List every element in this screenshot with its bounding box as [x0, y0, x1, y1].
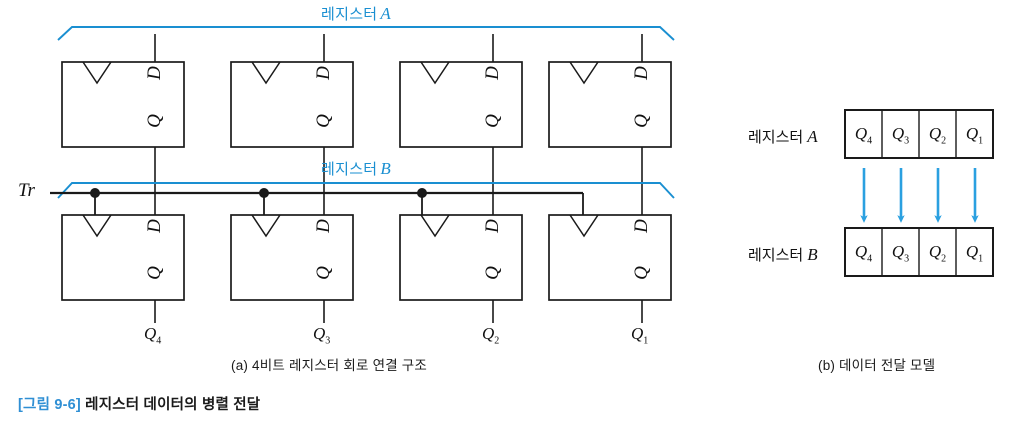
register-a-cells: [844, 109, 994, 159]
register-b-cell-q1: Q1: [965, 242, 984, 265]
output-label-q1: Q1: [631, 324, 649, 347]
flipflop-a2-q-label: Q: [313, 114, 334, 128]
register-a-cell-q4: Q4: [854, 124, 873, 147]
transfer-arrows: [860, 168, 979, 223]
flipflop-b2: [230, 214, 354, 323]
output-label-q4: Q4: [144, 324, 162, 347]
panel-b-subcaption: (b) 데이터 전달 모델: [818, 358, 936, 373]
output-label-q2: Q2: [482, 324, 500, 347]
flipflop-b4-q-label: Q: [631, 266, 652, 280]
flipflop-a1-d-label: D: [144, 66, 165, 80]
flipflop-row-bottom: [61, 214, 672, 323]
junction-dot: [259, 188, 269, 198]
register-b-cell-q2: Q2: [928, 242, 947, 265]
flipflop-a3-q-label: Q: [482, 114, 503, 128]
register-a-cell-q3: Q3: [891, 124, 910, 147]
flipflop-a1: [61, 34, 185, 215]
junction-dot: [417, 188, 427, 198]
flipflop-a4-d-label: D: [631, 66, 652, 80]
trigger-bus: [50, 188, 584, 215]
register-a-bracket: [57, 26, 675, 41]
register-b-cells: [844, 227, 994, 277]
flipflop-b4-d-label: D: [631, 219, 652, 233]
figure-caption-tag: [그림 9-6]: [18, 397, 81, 413]
flipflop-b2-d-label: D: [313, 219, 334, 233]
flipflop-b4: [548, 214, 672, 323]
flipflop-b3-q-label: Q: [482, 266, 503, 280]
flipflop-a4-q-label: Q: [631, 114, 652, 128]
figure-caption: [그림 9-6] 레지스터 데이터의 병렬 전달: [18, 398, 260, 413]
junction-dot: [90, 188, 100, 198]
register-b-bracket: [57, 182, 675, 199]
register-a-cell-q1: Q1: [965, 124, 984, 147]
flipflop-a3: [399, 34, 523, 215]
flipflop-a1-q-label: Q: [144, 114, 165, 128]
flipflop-a4: [548, 34, 672, 215]
flipflop-b1-q-label: Q: [144, 266, 165, 280]
panel-b-graphics: [844, 109, 994, 277]
flipflop-row-top: [61, 34, 672, 215]
register-b-cell-q3: Q3: [891, 242, 910, 265]
flipflop-a3-d-label: D: [482, 66, 503, 80]
flipflop-a2-d-label: D: [313, 66, 334, 80]
flipflop-b3: [399, 214, 523, 323]
trigger-label: Tr: [18, 180, 35, 201]
figure-caption-text: 레지스터 데이터의 병렬 전달: [85, 397, 261, 413]
flipflop-b1-d-label: D: [144, 219, 165, 233]
register-b-cell-q4: Q4: [854, 242, 873, 265]
flipflop-b2-q-label: Q: [313, 266, 334, 280]
flipflop-a2: [230, 34, 354, 215]
flipflop-b3-d-label: D: [482, 219, 503, 233]
panel-a-subcaption: (a) 4비트 레지스터 회로 연결 구조: [231, 358, 428, 373]
flipflop-b1: [61, 214, 185, 323]
output-label-q3: Q3: [313, 324, 331, 347]
register-a-cell-q2: Q2: [928, 124, 947, 147]
